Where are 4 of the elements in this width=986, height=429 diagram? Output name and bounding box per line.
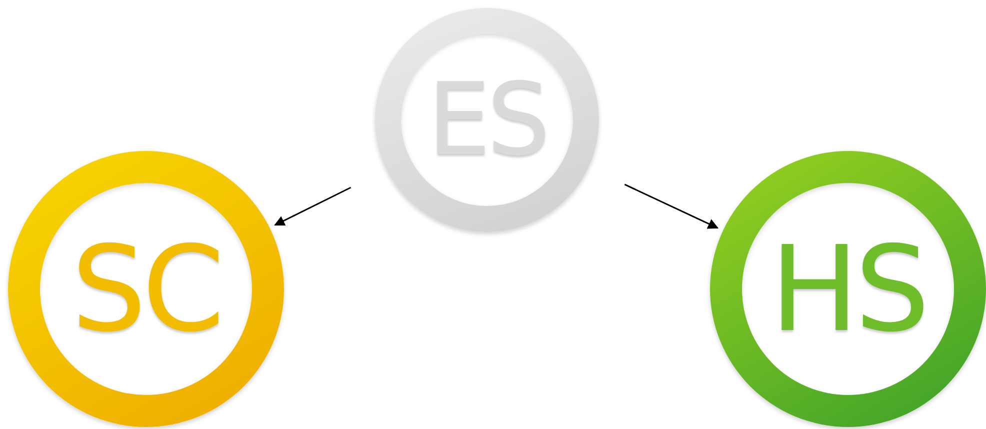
circle-label: HS — [770, 230, 926, 348]
circle-label: SC — [71, 230, 221, 348]
arrow — [624, 184, 719, 229]
arrow — [274, 186, 352, 226]
